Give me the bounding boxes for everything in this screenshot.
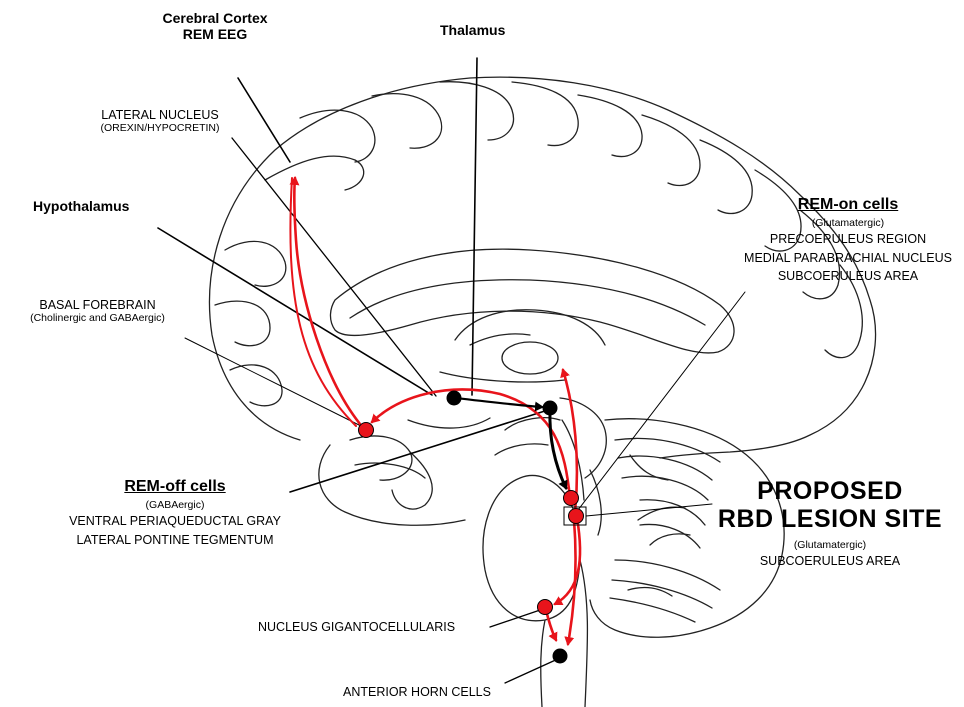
corpus-callosum: [330, 249, 734, 353]
anterior-horn-label: ANTERIOR HORN CELLS: [343, 685, 491, 699]
node-nucleus-giganto: [538, 600, 553, 615]
proposed-title-2: RBD LESION SITE: [710, 506, 950, 534]
rem-on-line-2: MEDIAL PARABRACHIAL NUCLEUS: [738, 251, 958, 265]
rem-off-line-1: VENTRAL PERIAQUEDUCTAL GRAY: [55, 514, 295, 528]
path-bf-to-cortex: [294, 178, 360, 424]
proposed-subtitle: (Glutamatergic): [710, 539, 950, 551]
hypothalamus-label: Hypothalamus: [33, 198, 129, 214]
rem-on-subtitle: (Glutamatergic): [738, 217, 958, 229]
leader-anterior-horn: [505, 658, 560, 683]
rem-off-label: REM-off cells (GABAergic) VENTRAL PERIAQ…: [55, 478, 295, 547]
leader-rem-off: [290, 410, 548, 492]
thalamus-oval: [502, 342, 558, 374]
leader-lateral-nucleus: [232, 138, 436, 396]
proposed-area: SUBCOERULEUS AREA: [710, 554, 950, 568]
basal-forebrain-title: BASAL FOREBRAIN: [10, 298, 185, 312]
rem-off-title: REM-off cells: [55, 478, 295, 496]
path-ln-to-remoff: [456, 398, 542, 407]
node-subcoeruleus: [569, 509, 584, 524]
rem-on-line-1: PRECOERULEUS REGION: [738, 232, 958, 246]
rem-on-title: REM-on cells: [738, 196, 958, 214]
midbrain: [560, 398, 606, 478]
path-to-anterior-horn: [568, 520, 576, 644]
proposed-lesion-label: PROPOSED RBD LESION SITE (Glutamatergic)…: [710, 478, 950, 568]
rem-off-subtitle: (GABAergic): [55, 499, 295, 511]
node-lateral-nucleus: [447, 391, 462, 406]
pathways: [290, 178, 580, 644]
lateral-nucleus-title: LATERAL NUCLEUS: [70, 108, 250, 122]
nucleus-giganto-label: NUCLEUS GIGANTOCELLULARIS: [258, 620, 455, 634]
rem-on-label: REM-on cells (Glutamatergic) PRECOERULEU…: [738, 196, 958, 284]
brainstem-front: [541, 620, 545, 707]
basal-forebrain-subtitle: (Cholinergic and GABAergic): [10, 312, 185, 324]
node-anterior-horn: [553, 649, 568, 664]
thalamus-label: Thalamus: [440, 22, 505, 38]
node-basal-forebrain: [359, 423, 374, 438]
brainstem-back: [580, 560, 587, 707]
lateral-nucleus-subtitle: (OREXIN/HYPOCRETIN): [70, 122, 250, 134]
leader-hypothalamus: [158, 228, 432, 395]
cortex-label: Cerebral Cortex REM EEG: [140, 10, 290, 42]
cortex-title: Cerebral Cortex: [140, 10, 290, 26]
node-rem-on: [564, 491, 579, 506]
leader-basal-forebrain: [185, 338, 365, 428]
cortex-subtitle: REM EEG: [140, 26, 290, 42]
rem-on-line-3: SUBCOERULEUS AREA: [738, 269, 958, 283]
node-rem-off: [543, 401, 558, 416]
rem-off-line-2: LATERAL PONTINE TEGMENTUM: [55, 533, 295, 547]
temporal-lobe: [319, 445, 465, 525]
lateral-nucleus-label: LATERAL NUCLEUS (OREXIN/HYPOCRETIN): [70, 108, 250, 134]
proposed-title-1: PROPOSED: [710, 478, 950, 506]
leader-giganto: [490, 608, 546, 627]
basal-forebrain-label: BASAL FOREBRAIN (Cholinergic and GABAerg…: [10, 298, 185, 324]
path-ln-to-bf: [290, 178, 356, 426]
leader-thalamus: [472, 58, 477, 395]
